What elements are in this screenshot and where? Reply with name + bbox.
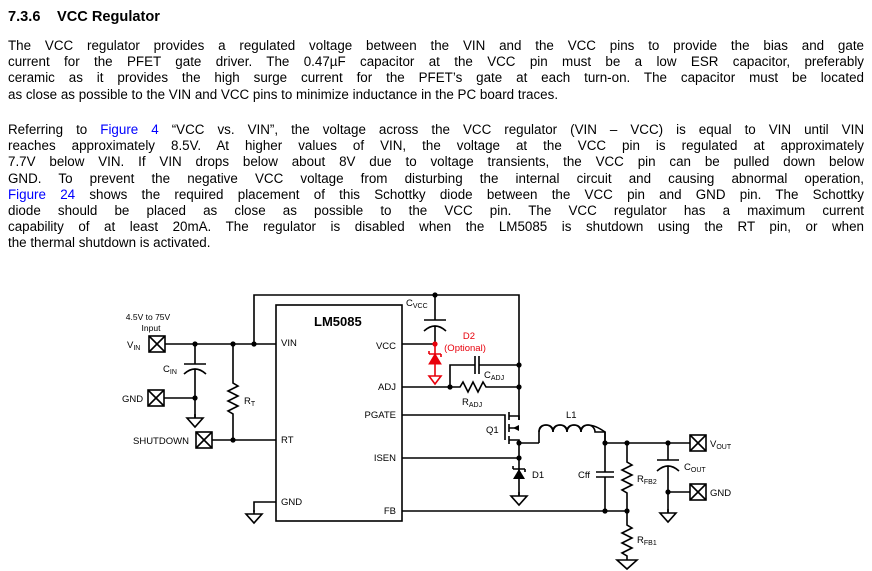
rfb2-label: RFB2 xyxy=(637,474,657,486)
section-heading: 7.3.6 VCC Regulator xyxy=(8,9,160,25)
text-line: Referring to Figure 4 “VCC vs. VIN”, the… xyxy=(8,122,864,138)
diode-d2-cathode xyxy=(428,351,442,357)
cin-label: CIN xyxy=(163,364,177,376)
radj-label: RADJ xyxy=(462,397,482,409)
text-line: the thermal shutdown is activated. xyxy=(8,235,211,251)
inductor-l1 xyxy=(538,424,606,443)
cout-label: COUT xyxy=(684,462,706,474)
junction xyxy=(602,508,608,514)
paragraph-vcc-regulator-intro: The VCC regulator provides a regulated v… xyxy=(8,38,864,103)
mosfet-q1 xyxy=(508,412,520,444)
resistor-rt xyxy=(226,344,240,440)
text-line: GND. To prevent the negative VCC voltage… xyxy=(8,170,864,186)
wire-vin-top xyxy=(253,294,520,420)
junction xyxy=(447,384,453,390)
ground-symbol xyxy=(659,508,677,523)
text-line: The VCC regulator provides a regulated v… xyxy=(8,38,864,53)
text-run: Referring to xyxy=(8,122,101,137)
text-line: reaches approximately 8.5V. At higher va… xyxy=(8,138,864,154)
d2-optional-label: (Optional) xyxy=(444,343,486,354)
text-line: diode should be placed as close as possi… xyxy=(8,203,864,219)
pin-adj-label: ADJ xyxy=(378,382,396,393)
figure-24-link[interactable]: Figure 24 xyxy=(8,186,76,202)
vin-terminal[interactable] xyxy=(148,335,166,353)
text-line: capability of at least 20mA. The regulat… xyxy=(8,219,864,235)
cadj-label: CADJ xyxy=(484,370,504,382)
ground-symbol xyxy=(186,413,204,428)
ic-name: LM5085 xyxy=(314,314,362,329)
junction xyxy=(516,440,522,446)
gnd-out-terminal-label: GND xyxy=(710,488,731,499)
rfb1-label: RFB1 xyxy=(637,535,657,547)
input-label: Input xyxy=(142,323,162,333)
resistor-rfb2 xyxy=(620,443,634,511)
pin-pgate-label: PGATE xyxy=(365,410,397,421)
gnd-in-terminal-label: GND xyxy=(122,394,143,405)
text-line: ceramic as it provides the high surge cu… xyxy=(8,70,864,86)
d1-label: D1 xyxy=(532,470,544,481)
shutdown-terminal[interactable] xyxy=(195,431,213,449)
junction xyxy=(516,455,522,461)
gnd-in-terminal[interactable] xyxy=(147,389,165,407)
section-number: 7.3.6 xyxy=(8,9,41,25)
resistor-radj xyxy=(450,380,519,394)
junction xyxy=(516,384,522,390)
cff-label: Cff xyxy=(578,470,590,481)
junction xyxy=(192,395,198,401)
junction xyxy=(251,341,257,347)
paragraph-vcc-vs-vin: Referring to Figure 4 “VCC vs. VIN”, the… xyxy=(8,122,864,252)
wire-ic-gnd xyxy=(253,501,276,512)
wire-vout xyxy=(604,432,690,444)
ground-symbol xyxy=(245,509,263,524)
inductor-coil xyxy=(538,424,606,433)
ground-symbol xyxy=(510,491,528,506)
vin-terminal-label: VIN xyxy=(127,340,140,352)
pin-isen-label: ISEN xyxy=(374,453,396,464)
text-run: “VCC vs. VIN”, the voltage across the VC… xyxy=(158,122,864,137)
junction xyxy=(516,362,522,368)
section-title: VCC Regulator xyxy=(57,9,160,25)
diode-d1 xyxy=(513,469,525,479)
pin-vin-label: VIN xyxy=(281,338,297,349)
pin-gnd-label: GND xyxy=(281,497,302,508)
text-line: 7.7V below VIN. If VIN drops below about… xyxy=(8,154,864,170)
input-range-label: 4.5V to 75V xyxy=(126,312,171,322)
junction xyxy=(665,489,671,495)
mosfet-q1-arrow xyxy=(513,425,519,431)
text-run: shows the required placement of this Sch… xyxy=(75,186,864,202)
capacitor-cout xyxy=(656,443,690,513)
q1-label: Q1 xyxy=(486,425,499,436)
text-line: current for the PFET gate driver. The 0.… xyxy=(8,54,864,70)
shutdown-terminal-label: SHUTDOWN xyxy=(133,436,189,447)
d2-label: D2 xyxy=(463,331,475,342)
pin-vcc-label: VCC xyxy=(376,341,396,352)
cvcc-label: CVCC xyxy=(406,298,428,310)
capacitor-cin xyxy=(183,344,207,418)
pin-rt-label: RT xyxy=(281,435,294,446)
ic-lm5085-body xyxy=(275,304,403,522)
diode-d1-leads xyxy=(512,466,526,496)
text-line: Figure 24 shows the required placement o… xyxy=(8,187,864,203)
gnd-out-terminal[interactable] xyxy=(689,483,707,501)
ground-symbol xyxy=(614,559,640,571)
vout-terminal-label: VOUT xyxy=(710,439,732,451)
wire-pgate xyxy=(402,414,506,440)
ground-symbol-red xyxy=(427,375,443,386)
vout-terminal[interactable] xyxy=(689,434,707,452)
pin-fb-label: FB xyxy=(384,506,396,517)
resistor-rfb1 xyxy=(620,511,634,560)
text-line: as close as possible to the VIN and VCC … xyxy=(8,86,559,102)
diode-d2 xyxy=(428,353,442,365)
figure-4-link[interactable]: Figure 4 xyxy=(100,122,159,137)
rt-label: RT xyxy=(244,396,256,408)
l1-label: L1 xyxy=(566,410,577,421)
junction xyxy=(230,437,236,443)
capacitor-cvcc xyxy=(402,295,447,345)
capacitor-cadj xyxy=(402,356,519,388)
capacitor-cff xyxy=(596,443,614,511)
